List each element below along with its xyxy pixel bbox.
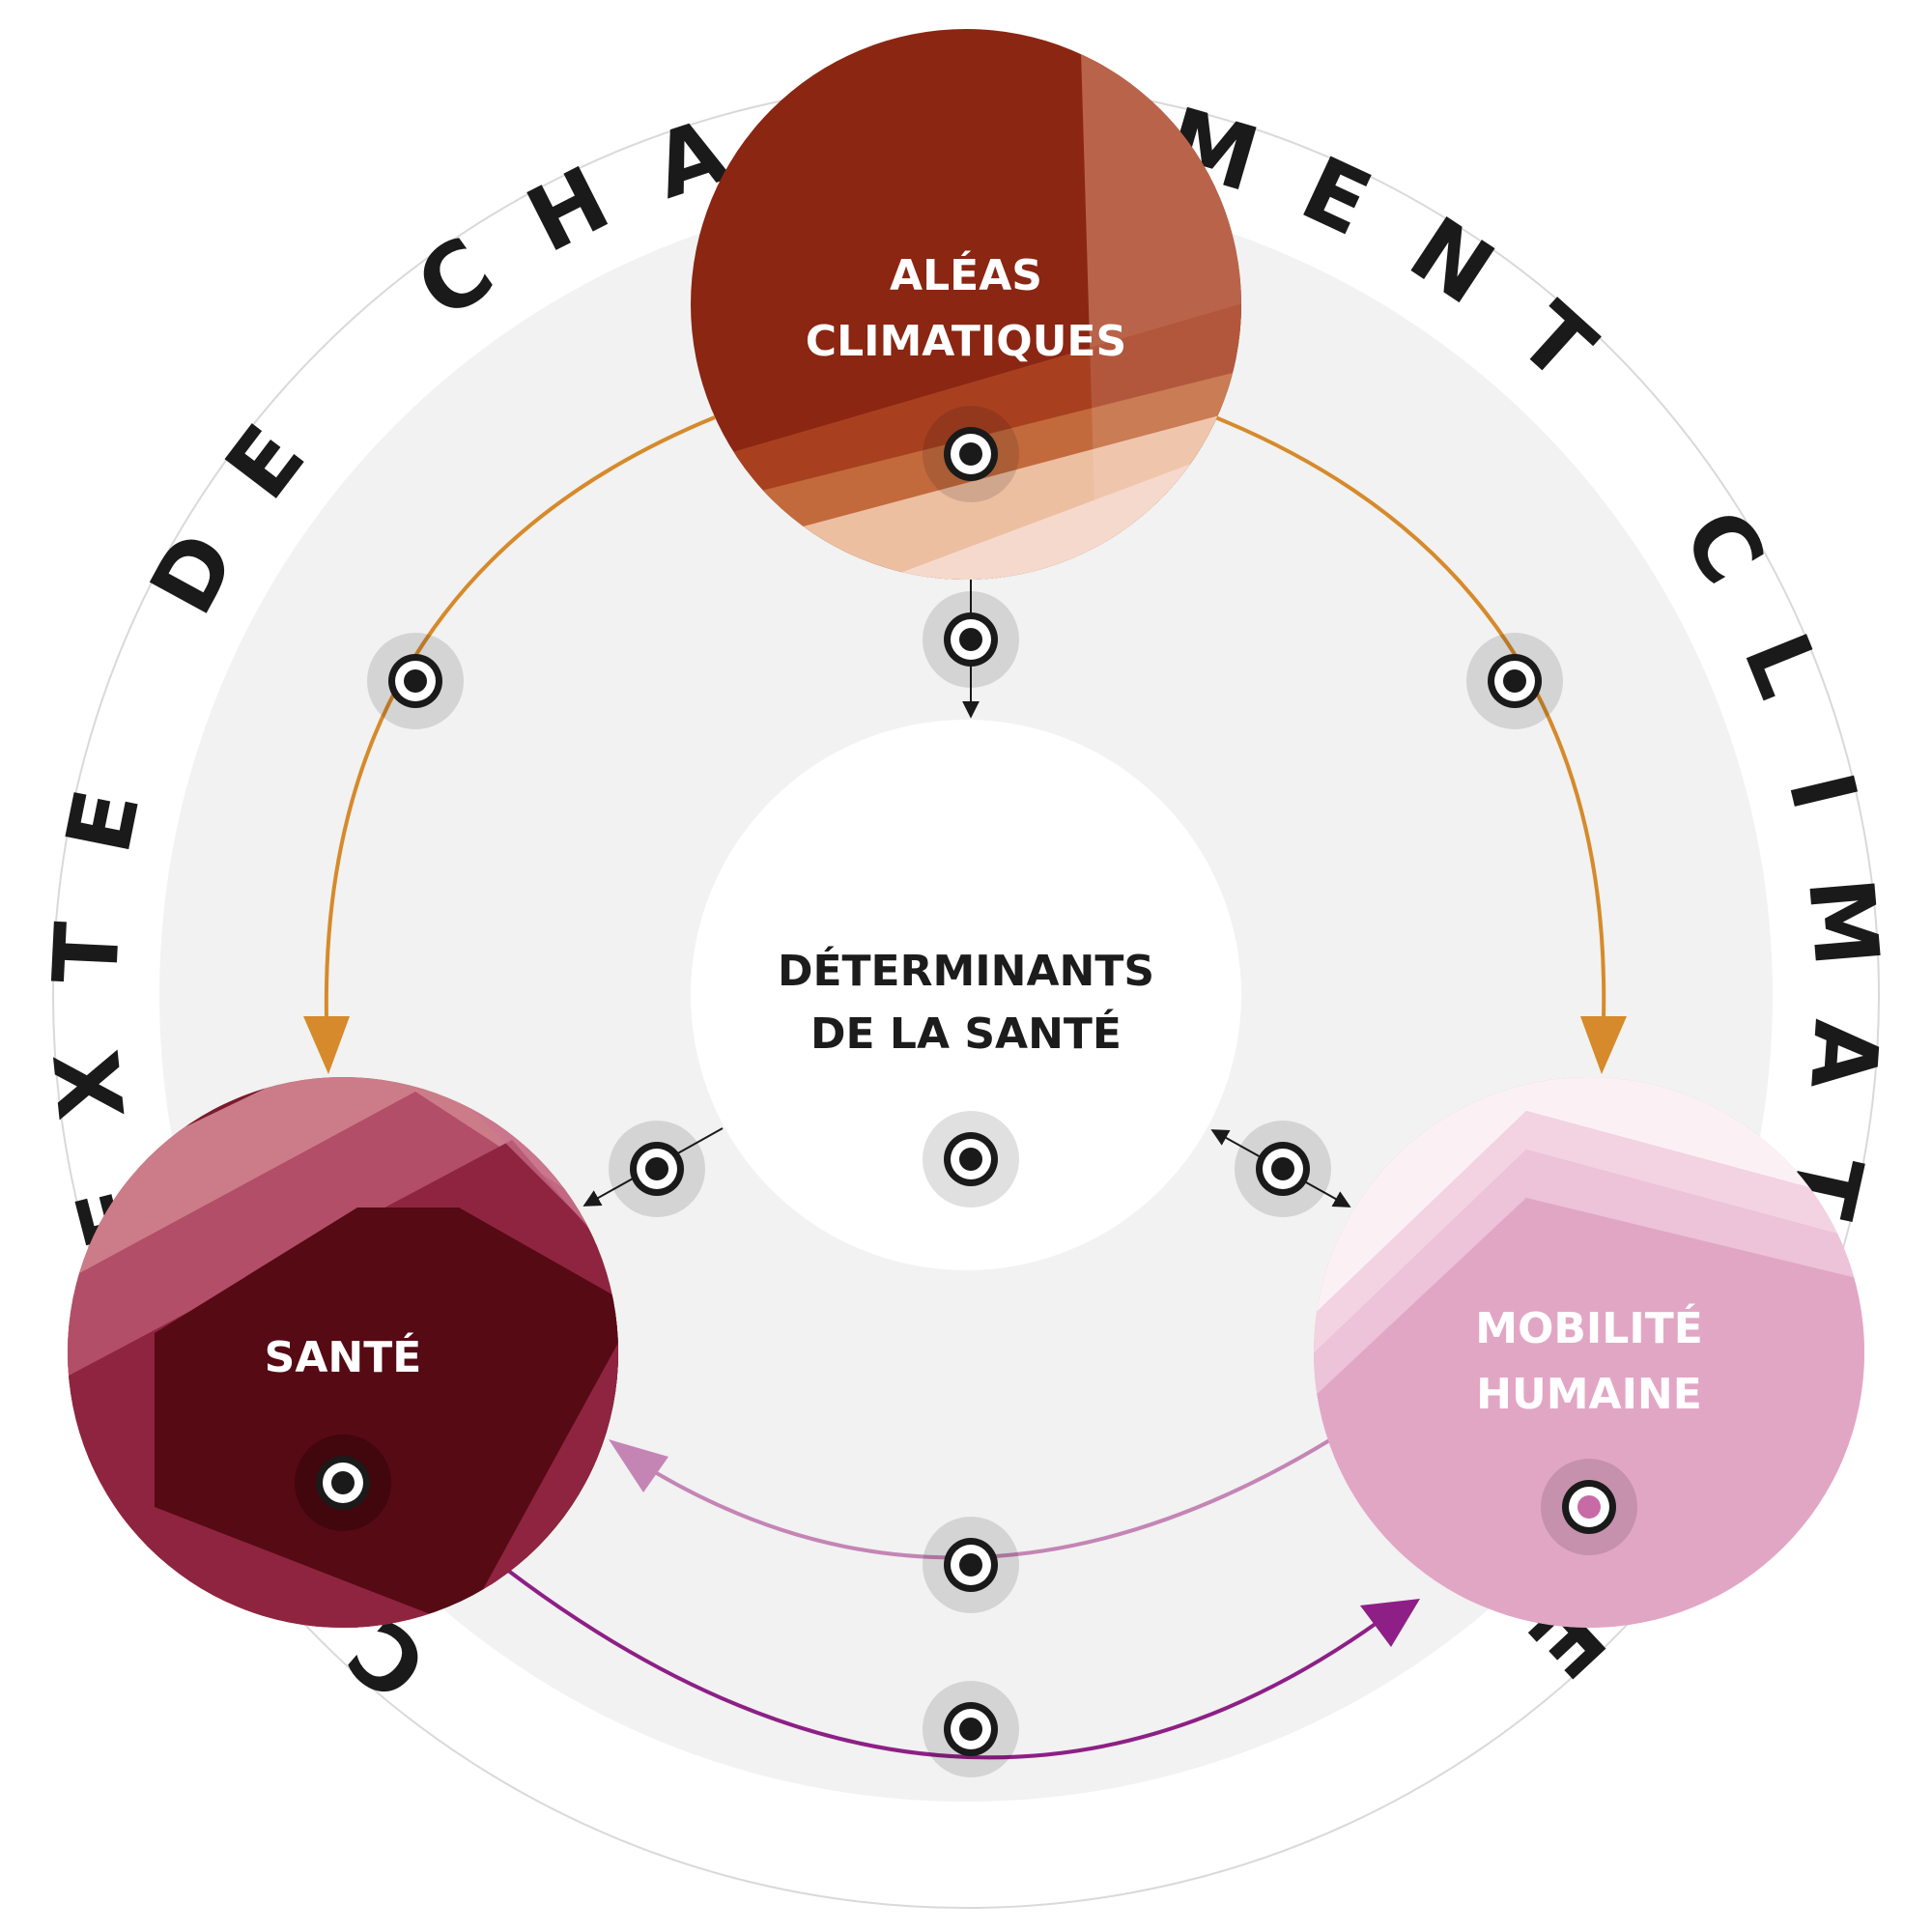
marker-aleas-mobilite-arc[interactable] (1466, 633, 1563, 729)
ring-letter: M (1788, 874, 1898, 971)
ring-letter: T (34, 920, 140, 985)
marker-mobilite[interactable] (1541, 1459, 1637, 1555)
node-determinants-label-1: DÉTERMINANTS (778, 945, 1154, 996)
marker-determinants-sante[interactable] (609, 1121, 705, 1217)
node-aleas-label-1: ALÉAS (890, 249, 1042, 300)
node-sante-label: SANTÉ (265, 1331, 422, 1382)
arrow-sante-to-mobilite (505, 1568, 1381, 1760)
node-determinants-label-2: DE LA SANTÉ (810, 1008, 1122, 1059)
marker-mobilite-sante-arc[interactable] (923, 1517, 1019, 1613)
arrowhead-aleas-to-sante (303, 1016, 350, 1074)
ring-letter: T (1499, 284, 1614, 402)
ring-letter: X (36, 1045, 146, 1124)
arrow-aleas-to-sante (324, 415, 716, 1020)
ring-letter: C (398, 217, 511, 339)
ring-letter: A (1790, 1016, 1898, 1092)
arrowhead-aleas-to-mobilite (1580, 1016, 1627, 1074)
ring-letter: H (512, 147, 625, 272)
ring-letter: L (1723, 619, 1840, 710)
marker-aleas[interactable] (923, 406, 1019, 502)
marker-determinants[interactable] (923, 1111, 1019, 1208)
node-mobilite-label-2: HUMAINE (1476, 1370, 1702, 1419)
node-aleas (691, 29, 1241, 580)
ring-letter: E (206, 407, 325, 518)
node-aleas-label-2: CLIMATIQUES (806, 317, 1126, 366)
node-mobilite-label-1: MOBILITÉ (1475, 1302, 1703, 1353)
arrowhead-sante-to-mobilite (1360, 1599, 1420, 1647)
ring-letter: N (1392, 197, 1511, 325)
marker-aleas-determinants[interactable] (923, 591, 1019, 688)
marker-sante[interactable] (295, 1435, 391, 1531)
arrow-aleas-to-mobilite (1214, 415, 1606, 1020)
ring-letter: D (130, 516, 257, 630)
ring-letter: C (1662, 493, 1784, 602)
ring-letter: E (46, 781, 159, 862)
marker-sante-mobilite-arc[interactable] (923, 1681, 1019, 1777)
node-determinants (691, 720, 1241, 1270)
ring-letter: E (1287, 137, 1385, 257)
arrowhead-mobilite-to-sante (609, 1439, 668, 1492)
node-mobilite (1314, 1077, 1864, 1628)
marker-determinants-mobilite[interactable] (1235, 1121, 1331, 1217)
marker-aleas-sante-arc[interactable] (367, 633, 464, 729)
